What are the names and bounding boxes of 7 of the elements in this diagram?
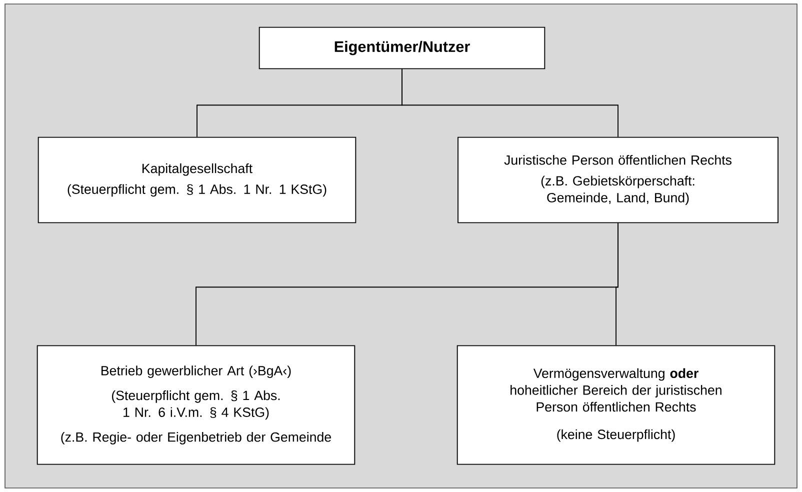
title-box: Eigentümer/Nutzer <box>258 26 546 70</box>
category-box: Betrieb gewerblicher Art (›BgA‹) (Steuerpflicht gem. § 1 Abs. 1 Nr. 6 i.V.m. § 4 KStG) (z.B. Regie- oder Eigenbetrieb der Gemeinde <box>36 345 356 465</box>
category-box: Vermögensverwaltung oder hoheitlicher Bereich der juristischen Person öffentlichen Rechts (keine Steuerpflicht) <box>456 345 776 465</box>
connector-line <box>402 68 618 138</box>
category-box: Juristische Person öffentlichen Rechts (z.B. Gebietskörperschaft: Gemeinde, Land, Bund) <box>458 136 778 224</box>
category-box: Kapitalgesellschaft (Steuerpflicht gem. § 1 Abs. 1 Nr. 1 KStG) <box>38 136 356 224</box>
connector-line <box>616 222 618 346</box>
